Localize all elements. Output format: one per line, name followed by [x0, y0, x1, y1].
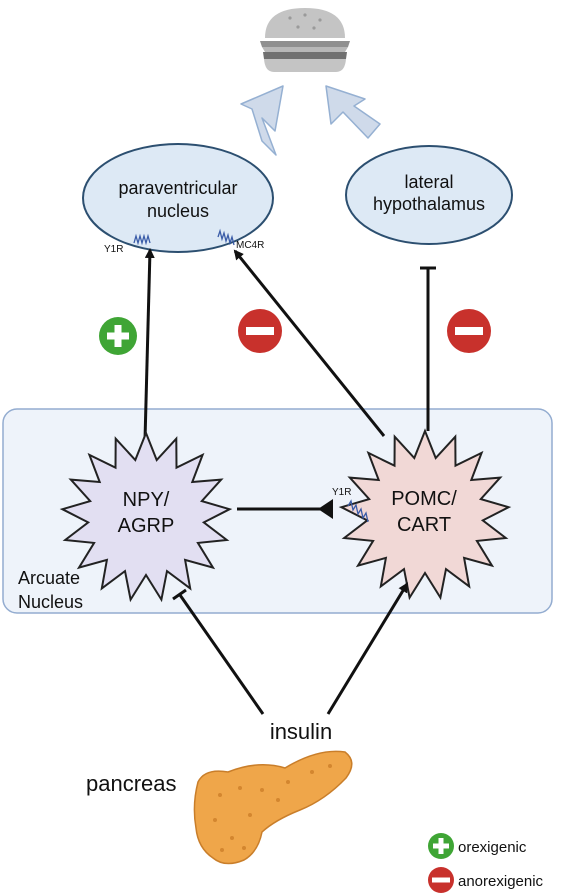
npy-label-line2: AGRP	[118, 515, 175, 537]
y1r-label-pomc: Y1R	[332, 487, 351, 498]
y1r-label-pvn: Y1R	[104, 244, 123, 255]
lh-to-food-arrow	[325, 85, 381, 139]
plus-icon	[99, 317, 137, 355]
npy-to-pvn-arrow	[143, 248, 155, 441]
pomc-cart-neuron: POMC/ CART	[338, 428, 512, 601]
lateral-hypothalamus: lateral hypothalamus	[345, 145, 513, 245]
legend-orexigenic-label: orexigenic	[458, 839, 527, 856]
inhibition-head	[318, 499, 333, 519]
npy-agrp-neuron: NPY/ AGRP	[59, 430, 233, 603]
npy-label-line1: NPY/	[123, 489, 170, 511]
hamburger-icon	[260, 8, 350, 72]
pomc-to-pvn-arrow	[233, 249, 386, 437]
paraventricular-nucleus: paraventricular nucleus	[82, 143, 274, 253]
insulin-label: insulin	[270, 719, 332, 744]
arcuate-label-line1: Arcuate	[18, 568, 80, 588]
pancreas-icon	[193, 750, 353, 865]
mc4r-receptor-pvn-icon	[217, 228, 235, 246]
legend-anorexigenic-label: anorexigenic	[458, 873, 544, 890]
minus-icon	[428, 867, 454, 893]
pvn-label-line1: paraventricular	[118, 178, 237, 198]
y1r-receptor-pomc-icon	[347, 499, 369, 523]
pomc-label-line2: CART	[397, 514, 451, 536]
insulin-to-npy-inhibition	[178, 594, 265, 715]
plus-icon	[428, 833, 454, 859]
pvn-label-line2: nucleus	[147, 201, 209, 221]
inhibition-bar	[172, 588, 187, 601]
minus-icon	[238, 309, 282, 353]
lh-label-line2: hypothalamus	[373, 194, 485, 214]
arcuate-label-line2: Nucleus	[18, 592, 83, 612]
insulin-to-pomc-arrow	[326, 582, 409, 715]
lh-label-line1: lateral	[404, 172, 453, 192]
y1r-receptor-pvn-icon	[133, 233, 151, 246]
minus-icon	[447, 309, 491, 353]
pomc-label-line1: POMC/	[391, 488, 457, 510]
pancreas-label: pancreas	[86, 771, 177, 796]
pvn-to-food-arrow	[240, 85, 284, 156]
mc4r-label-pvn: MC4R	[236, 240, 264, 251]
legend: orexigenic anorexigenic	[428, 833, 544, 893]
